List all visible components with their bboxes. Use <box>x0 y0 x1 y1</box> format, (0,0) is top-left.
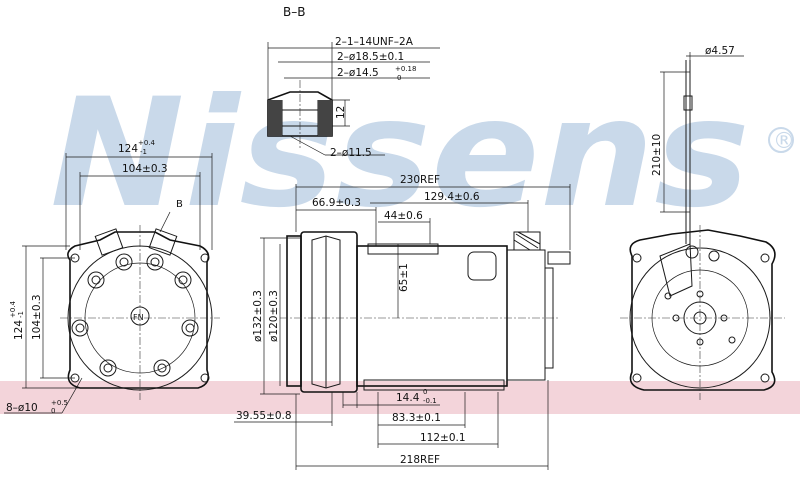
section-dia2-tol-up: +0.18 <box>395 65 416 73</box>
front-width-tol-up: +0.4 <box>138 139 156 147</box>
watermark-brand: Nissens <box>50 67 750 241</box>
side-length-44: 44±0.6 <box>384 210 423 222</box>
rear-view: ø4.57 210±10 <box>620 45 785 400</box>
section-detail: 2–1–14UNF–2A 2–ø18.5±0.1 2–ø14.5 +0.18 0… <box>267 36 440 159</box>
wire-dia: ø4.57 <box>705 45 735 57</box>
registered-mark-circle <box>768 127 794 153</box>
side-len-112: 112±0.1 <box>420 432 466 444</box>
port-label: B <box>176 199 183 210</box>
front-view: FN 124 +0.4 -1 104±0.3 B 124 +0.4 -1 104… <box>4 139 220 415</box>
front-width-tol-dn: -1 <box>140 148 147 156</box>
side-len-144-tol-up: 0 <box>423 388 427 396</box>
side-overall-ref: 230REF <box>400 174 440 186</box>
section-dia2-main: 2–ø14.5 <box>337 67 379 79</box>
section-dia2-tol-dn: 0 <box>397 74 401 82</box>
side-len-144-main: 14.4 <box>396 392 420 404</box>
section-bore: 2–ø11.5 <box>330 147 372 159</box>
side-height-65: 65±1 <box>398 263 410 292</box>
side-len-833: 83.3±0.1 <box>392 412 441 424</box>
front-height-bolt: 104±0.3 <box>31 294 43 340</box>
front-height-main: 124 <box>13 320 25 340</box>
front-width-main: 124 <box>118 143 138 155</box>
side-len-3955: 39.55±0.8 <box>236 410 292 422</box>
wire-length: 210±10 <box>651 134 663 176</box>
side-length-1294: 129.4±0.6 <box>424 191 480 203</box>
front-height-tol-up: +0.4 <box>9 300 17 318</box>
section-thread: 2–1–14UNF–2A <box>335 36 414 48</box>
holes-tol-dn: 0 <box>51 407 55 415</box>
side-dia-120: ø120±0.3 <box>268 290 280 342</box>
front-bolt-spacing: 104±0.3 <box>122 163 168 175</box>
section-height: 12 <box>335 106 347 119</box>
front-height-tol-dn: -1 <box>17 311 25 318</box>
side-length-669: 66.9±0.3 <box>312 197 361 209</box>
side-dia-132: ø132±0.3 <box>252 290 264 342</box>
side-view: 230REF 129.4±0.6 66.9±0.3 44±0.6 65±1 ø1… <box>234 174 571 470</box>
holes-main: 8–ø10 <box>6 402 38 414</box>
section-dia1: 2–ø18.5±0.1 <box>337 51 404 63</box>
side-bottom-ref: 218REF <box>400 454 440 466</box>
section-label: B–B <box>283 5 305 19</box>
side-len-144-tol-dn: -0.1 <box>423 397 437 405</box>
holes-tol-up: +0.5 <box>51 399 68 407</box>
registered-mark: ® <box>773 129 795 154</box>
center-mark: FN <box>133 313 144 322</box>
